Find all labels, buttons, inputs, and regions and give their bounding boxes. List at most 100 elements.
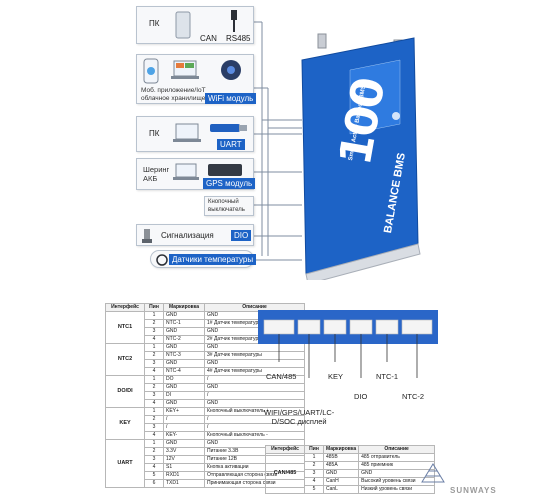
interface-group-name: DO/DI: [105, 375, 145, 408]
pin-marking: GND: [163, 311, 205, 320]
pin-number: 4: [304, 477, 324, 486]
pin-number: 2: [144, 447, 164, 456]
pin-number: 3: [144, 455, 164, 464]
pin-number: 4: [144, 463, 164, 472]
gps-module-tag: GPS модуль: [203, 178, 256, 189]
pin-marking: GND: [163, 343, 205, 352]
pin-marking: S1: [163, 463, 205, 472]
col-marking: Маркировка: [163, 303, 205, 312]
usb-cable-icon: [231, 10, 237, 32]
can485-table: Интерфейс Пин Маркировка Описание CAN/48…: [265, 445, 435, 494]
pin-number: 4: [144, 335, 164, 344]
pin-marking: 485B: [322, 453, 360, 462]
can485-connector-label: CAN/485: [266, 372, 297, 381]
can-table-header: Интерфейс Пин Маркировка Описание: [265, 445, 435, 454]
battery-sharing-label: Шеринг АКБ: [143, 165, 170, 183]
key-connector-label: KEY: [328, 372, 344, 381]
pin-description: Низкий уровень связи: [358, 485, 435, 494]
interface-group-name: NTC2: [105, 343, 145, 376]
ntc1-connector-label: NTC-1: [376, 372, 399, 381]
pin-number: 2: [144, 319, 164, 328]
sunways-logo-text: SUNWAYS: [450, 486, 497, 495]
alarm-icon: [142, 229, 152, 243]
pin-number: 2: [304, 461, 324, 470]
pin-marking: 3.3V: [163, 447, 205, 456]
pin-number: 1: [144, 343, 164, 352]
pin-marking: NTC-3: [163, 351, 205, 360]
pin-number: 3: [144, 423, 164, 432]
pin-number: 4: [144, 399, 164, 408]
usb-adapter-icon: [210, 124, 247, 132]
pin-number: 2: [144, 351, 164, 360]
pin-number: 1: [144, 311, 164, 320]
dio-tag: DIO: [231, 230, 252, 241]
temp-sensor-box: Датчики температуры: [150, 250, 257, 268]
pin-number: 1: [144, 439, 164, 448]
mobile-iot-label: Моб. приложение/IoT облачное хранилище: [141, 87, 206, 102]
pin-number: 2: [144, 383, 164, 392]
can-rs485-box: ПК CAN RS485: [136, 6, 254, 44]
interface-group-name: NTC1: [105, 311, 145, 344]
pin-marking: GND: [322, 469, 360, 478]
connector-leader-lines: [278, 334, 418, 378]
pin-number: 5: [304, 485, 324, 494]
pin-marking: RXD1: [163, 471, 205, 480]
pin-marking: GND: [163, 327, 205, 336]
key-switch-box: Кнопочный выключатель: [204, 196, 254, 216]
sunways-logo-icon: [421, 463, 445, 483]
interface-group-name: KEY: [105, 407, 145, 440]
pin-marking: DO: [163, 375, 205, 384]
laptop-icon-gps: [173, 163, 199, 180]
pin-marking: KEY+: [163, 407, 205, 416]
pin-marking: NTC-2: [163, 335, 205, 344]
pin-number: 4: [144, 367, 164, 376]
pin-number: 6: [144, 479, 164, 488]
alarm-label: Сигнализация: [161, 231, 214, 240]
col-pin: Пин: [144, 303, 164, 312]
pin-number: 3: [144, 359, 164, 368]
pin-marking: CanH: [322, 477, 360, 486]
can-col-marking: Маркировка: [322, 445, 360, 454]
pin-marking: GND: [163, 439, 205, 448]
pin-number: 1: [144, 407, 164, 416]
col-interface: Интерфейс: [105, 303, 145, 312]
interface-group-name: CAN/485: [265, 453, 305, 494]
pc-label: ПК: [149, 19, 160, 28]
pin-number: 3: [144, 327, 164, 336]
uart-box: ПК UART: [136, 116, 254, 152]
pin-marking: 485A: [322, 461, 360, 470]
pin-marking: DI: [163, 391, 205, 400]
pin-marking: GND: [163, 383, 205, 392]
can-tag: CAN: [200, 34, 217, 43]
laptop-icon: [171, 60, 199, 79]
pin-number: 3: [304, 469, 324, 478]
pin-description: Кнопочный выключатель -: [204, 431, 305, 440]
pin-marking: /: [163, 415, 205, 424]
bms-box-icon: [175, 11, 191, 39]
gps-module-icon: [208, 164, 242, 176]
connector-photo: [258, 310, 438, 344]
uart-tag: UART: [217, 139, 245, 150]
pin-marking: GND: [163, 359, 205, 368]
laptop-icon-uart: [173, 123, 201, 142]
push-switch-label: Кнопочный выключатель: [208, 199, 245, 213]
temp-sensor-tag: Датчики температуры: [169, 254, 257, 265]
ntc2-connector-label: NTC-2: [402, 392, 425, 401]
wifi-module-tag: WiFi модуль: [205, 93, 257, 104]
pin-marking: KEY-: [163, 431, 205, 440]
wifi-gps-connector-label: WIFI/GPS/UART/LC- D/SOC дисплей: [264, 408, 335, 426]
wifi-box: Моб. приложение/IoT облачное хранилище W…: [136, 54, 257, 104]
dio-box: Сигнализация DIO: [136, 224, 254, 246]
pin-marking: 12V: [163, 455, 205, 464]
pin-marking: TXD1: [163, 479, 205, 488]
can-col-pin: Пин: [304, 445, 324, 454]
pin-marking: GND: [163, 399, 205, 408]
pin-number: 1: [304, 453, 324, 462]
